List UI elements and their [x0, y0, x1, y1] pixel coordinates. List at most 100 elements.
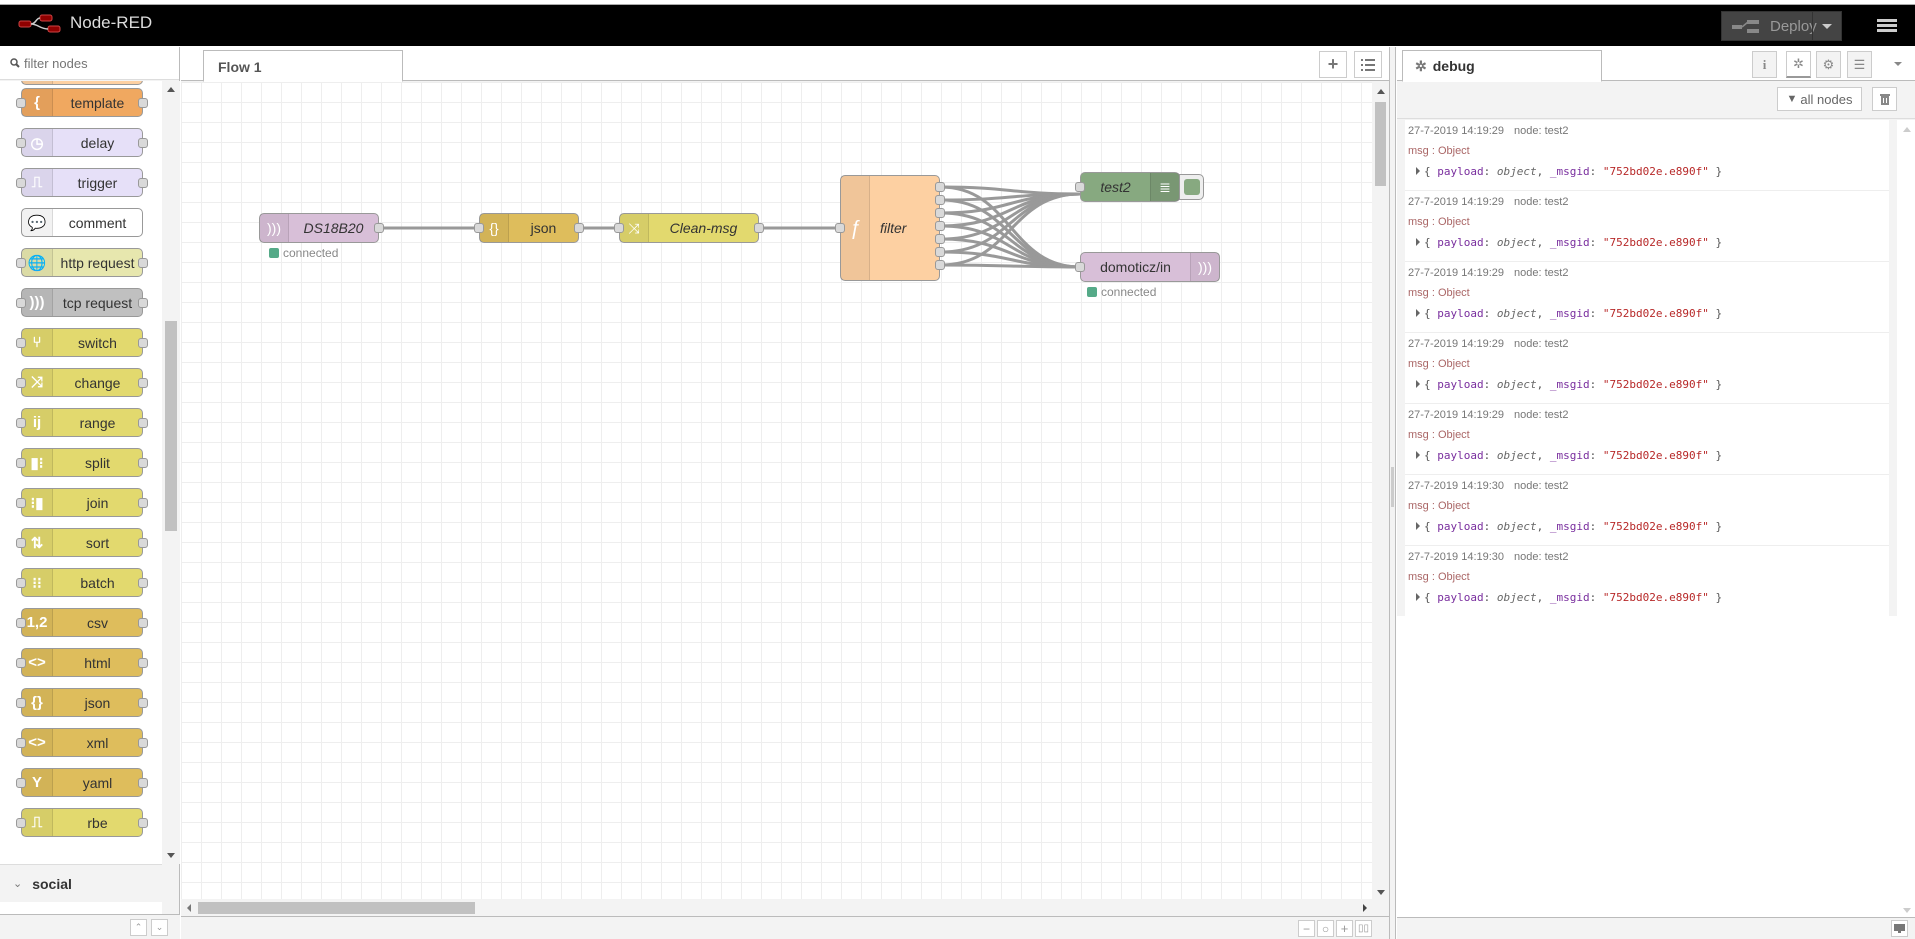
- expand-caret-icon[interactable]: [1416, 593, 1420, 601]
- scroll-right-icon[interactable]: [1363, 904, 1367, 912]
- canvas-vertical-scrollbar[interactable]: [1372, 82, 1389, 899]
- palette-node-partial[interactable]: [21, 81, 143, 85]
- canvas-hscroll-thumb[interactable]: [198, 902, 475, 914]
- debug-object-preview[interactable]: { payload: object, _msgid: "752bd02e.e89…: [1416, 520, 1886, 533]
- output-port[interactable]: [935, 195, 945, 205]
- deploy-dropdown-icon[interactable]: [1822, 24, 1832, 29]
- debug-source-node[interactable]: node: test2: [1514, 196, 1569, 208]
- palette-node-html[interactable]: <>html: [16, 648, 148, 677]
- palette-node-json[interactable]: {}json: [16, 688, 148, 717]
- navigator-button[interactable]: ▯▯: [1355, 920, 1372, 937]
- scroll-up-icon[interactable]: [1903, 127, 1911, 132]
- palette-node-delay[interactable]: ◷delay: [16, 128, 148, 157]
- flow-node-test2[interactable]: test2 ≣: [1075, 172, 1180, 202]
- expand-caret-icon[interactable]: [1416, 522, 1420, 530]
- debug-filter-button[interactable]: ▼ all nodes: [1777, 87, 1862, 111]
- output-port[interactable]: [374, 223, 384, 233]
- output-port[interactable]: [935, 234, 945, 244]
- expand-caret-icon[interactable]: [1416, 380, 1420, 388]
- output-port[interactable]: [754, 223, 764, 233]
- zoom-reset-button[interactable]: ○: [1317, 920, 1334, 937]
- sidebar-separator[interactable]: [1389, 47, 1396, 939]
- expand-caret-icon[interactable]: [1416, 309, 1420, 317]
- zoom-in-button[interactable]: +: [1336, 920, 1353, 937]
- output-port[interactable]: [935, 260, 945, 270]
- palette-node-trigger[interactable]: ⎍trigger: [16, 168, 148, 197]
- palette-scroll-thumb[interactable]: [165, 321, 177, 531]
- debug-object-preview[interactable]: { payload: object, _msgid: "752bd02e.e89…: [1416, 165, 1886, 178]
- debug-object-preview[interactable]: { payload: object, _msgid: "752bd02e.e89…: [1416, 236, 1886, 249]
- input-port[interactable]: [835, 223, 845, 233]
- palette-node-rbe[interactable]: ⎍rbe: [16, 808, 148, 837]
- output-port[interactable]: [935, 182, 945, 192]
- add-flow-button[interactable]: +: [1319, 51, 1347, 78]
- main-menu-icon[interactable]: [1877, 19, 1897, 33]
- flow-node-filter[interactable]: ƒ filter: [835, 175, 945, 281]
- config-tab-button[interactable]: ⚙: [1816, 51, 1841, 78]
- palette-node-switch[interactable]: ⑂switch: [16, 328, 148, 357]
- context-tab-button[interactable]: ☰: [1847, 51, 1872, 78]
- debug-source-node[interactable]: node: test2: [1514, 409, 1569, 421]
- wire[interactable]: [940, 263, 1081, 269]
- debug-source-node[interactable]: node: test2: [1514, 338, 1569, 350]
- output-port[interactable]: [574, 223, 584, 233]
- expand-all-button[interactable]: ⌄: [151, 919, 168, 936]
- canvas-vscroll-thumb[interactable]: [1375, 102, 1386, 186]
- palette-node-batch[interactable]: ⁝⁝batch: [16, 568, 148, 597]
- debug-source-node[interactable]: node: test2: [1514, 551, 1569, 563]
- deploy-button[interactable]: Deploy: [1721, 11, 1842, 41]
- palette-node-template[interactable]: {template: [16, 88, 148, 117]
- debug-object-preview[interactable]: { payload: object, _msgid: "752bd02e.e89…: [1416, 449, 1886, 462]
- flow-node-domoticz-in[interactable]: domoticz/in ))): [1075, 252, 1220, 282]
- expand-caret-icon[interactable]: [1416, 451, 1420, 459]
- zoom-out-button[interactable]: −: [1298, 920, 1315, 937]
- debug-source-node[interactable]: node: test2: [1514, 125, 1569, 137]
- info-tab-button[interactable]: i: [1752, 51, 1777, 78]
- scroll-down-icon[interactable]: [167, 853, 175, 858]
- separator-grip[interactable]: [1391, 467, 1394, 507]
- palette-node-split[interactable]: ▮⁝split: [16, 448, 148, 477]
- palette-node-comment[interactable]: 💬comment: [21, 208, 143, 237]
- tab-debug[interactable]: ✲ debug: [1402, 50, 1602, 82]
- scroll-up-icon[interactable]: [1377, 89, 1385, 94]
- flow-node-json[interactable]: {} json: [474, 213, 584, 243]
- debug-toggle-button[interactable]: [1179, 174, 1204, 200]
- flow-node-ds18b20[interactable]: ))) DS18B20: [259, 213, 384, 243]
- canvas-horizontal-scrollbar[interactable]: [181, 899, 1372, 916]
- debug-object-preview[interactable]: { payload: object, _msgid: "752bd02e.e89…: [1416, 378, 1886, 391]
- output-port[interactable]: [935, 221, 945, 231]
- debug-scrollbar[interactable]: [1897, 120, 1915, 917]
- tab-flow-1[interactable]: Flow 1: [203, 50, 403, 82]
- scroll-up-icon[interactable]: [167, 87, 175, 92]
- collapse-all-button[interactable]: ⌃: [130, 919, 147, 936]
- debug-clear-button[interactable]: [1872, 87, 1897, 111]
- input-port[interactable]: [614, 223, 624, 233]
- flow-node-clean-msg[interactable]: ⤨ Clean-msg: [614, 213, 764, 243]
- wire[interactable]: [940, 192, 1081, 267]
- palette-node-change[interactable]: ⤨change: [16, 368, 148, 397]
- expand-caret-icon[interactable]: [1416, 238, 1420, 246]
- palette-scrollbar[interactable]: [162, 81, 180, 864]
- debug-object-preview[interactable]: { payload: object, _msgid: "752bd02e.e89…: [1416, 307, 1886, 320]
- palette-node-tcp-request[interactable]: )))tcp request: [16, 288, 148, 317]
- scroll-down-icon[interactable]: [1377, 890, 1385, 895]
- debug-source-node[interactable]: node: test2: [1514, 267, 1569, 279]
- input-port[interactable]: [1075, 262, 1085, 272]
- palette-node-sort[interactable]: ⇅sort: [16, 528, 148, 557]
- palette-category-social[interactable]: ⌄ social: [0, 864, 162, 902]
- flow-list-button[interactable]: [1354, 51, 1382, 78]
- input-port[interactable]: [474, 223, 484, 233]
- scroll-down-icon[interactable]: [1903, 908, 1911, 913]
- scroll-left-icon[interactable]: [187, 904, 191, 912]
- flow-canvas[interactable]: ))) DS18B20 connected {} json ⤨ Clean-ms…: [181, 82, 1372, 899]
- palette-node-join[interactable]: ⁝▮join: [16, 488, 148, 517]
- palette-node-http-request[interactable]: 🌐http request: [16, 248, 148, 277]
- input-port[interactable]: [1075, 182, 1085, 192]
- output-port[interactable]: [935, 247, 945, 257]
- sidebar-tabs-dropdown-icon[interactable]: [1894, 62, 1902, 66]
- debug-object-preview[interactable]: { payload: object, _msgid: "752bd02e.e89…: [1416, 591, 1886, 604]
- popout-button[interactable]: [1891, 920, 1908, 937]
